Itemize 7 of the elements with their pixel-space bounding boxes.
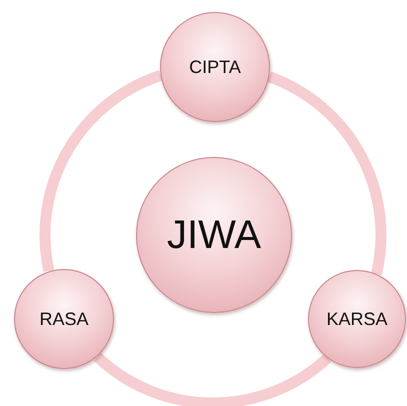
node-label: CIPTA [189, 56, 241, 78]
ring-connector [40, 70, 163, 272]
node-label: KARSA [326, 308, 388, 330]
node-label: RASA [39, 308, 89, 330]
ring-connector [267, 72, 386, 276]
ring-connector [94, 352, 331, 406]
node-label: JIWA [166, 212, 262, 258]
